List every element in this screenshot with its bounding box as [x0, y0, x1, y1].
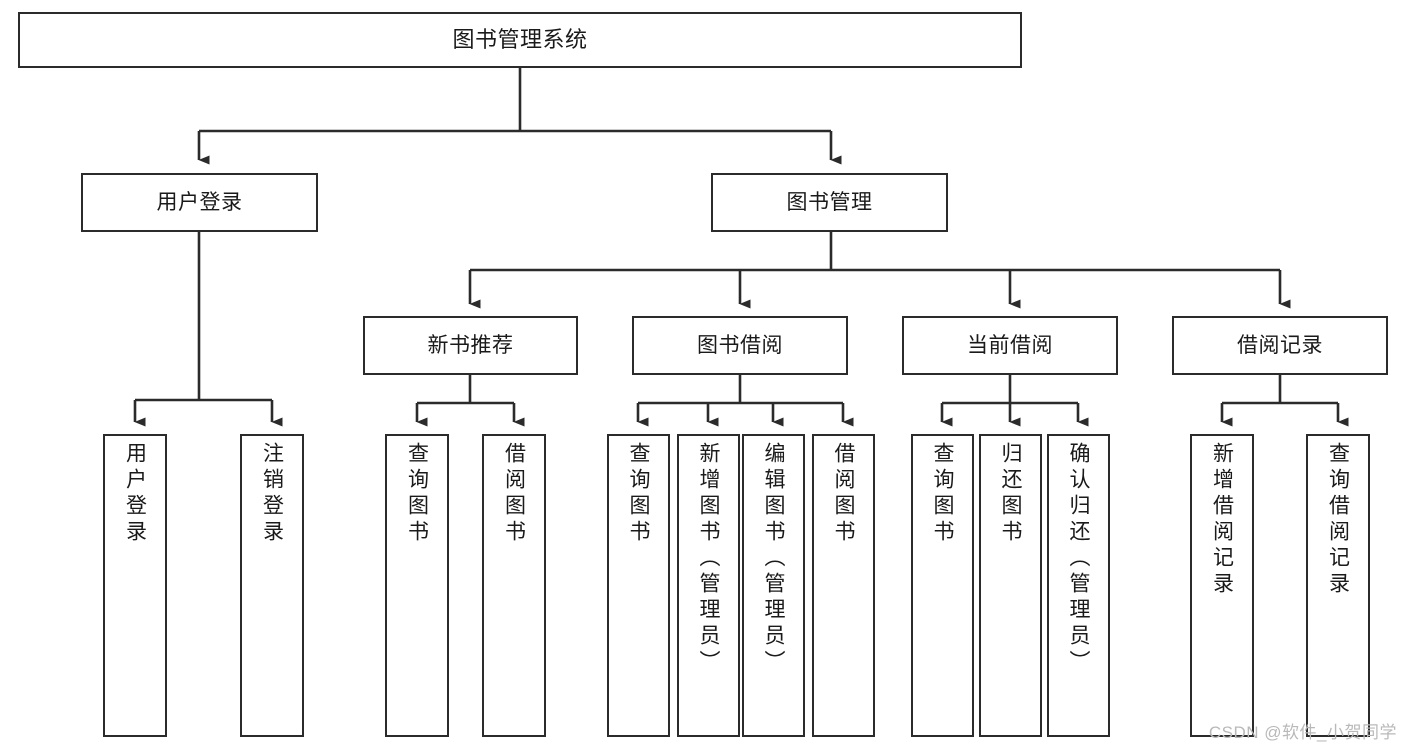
node-label: 用户登录: [156, 190, 243, 214]
node-label: 新增借阅记录: [1210, 442, 1234, 598]
leaf-query-book-current[interactable]: 查询图书: [911, 434, 974, 737]
node-label: 新书推荐: [427, 333, 514, 357]
leaf-query-book-borrow[interactable]: 查询图书: [607, 434, 670, 737]
node-book-management[interactable]: 图书管理: [711, 173, 948, 232]
node-label: 确认归还（管理员）: [1067, 442, 1090, 676]
node-label: 当前借阅: [967, 333, 1053, 357]
node-new-book-recommend[interactable]: 新书推荐: [363, 316, 578, 375]
node-label: 用户登录: [123, 442, 147, 546]
node-label: 编辑图书（管理员）: [762, 442, 785, 676]
node-user-login[interactable]: 用户登录: [81, 173, 318, 232]
node-current-borrow[interactable]: 当前借阅: [902, 316, 1118, 375]
node-label: 查询图书: [931, 442, 954, 546]
node-borrow-record[interactable]: 借阅记录: [1172, 316, 1388, 375]
leaf-borrow-book-new[interactable]: 借阅图书: [482, 434, 546, 737]
leaf-add-book-admin[interactable]: 新增图书（管理员）: [677, 434, 740, 737]
leaf-confirm-return-admin[interactable]: 确认归还（管理员）: [1047, 434, 1110, 737]
node-label: 新增图书（管理员）: [697, 442, 720, 676]
leaf-query-book-new[interactable]: 查询图书: [385, 434, 449, 737]
node-label: 借阅图书: [832, 442, 855, 546]
node-root-system[interactable]: 图书管理系统: [18, 12, 1022, 68]
leaf-query-borrow-record[interactable]: 查询借阅记录: [1306, 434, 1370, 737]
node-label: 查询图书: [627, 442, 650, 546]
node-label: 图书管理: [786, 190, 873, 214]
leaf-return-book[interactable]: 归还图书: [979, 434, 1042, 737]
node-label: 归还图书: [999, 442, 1022, 546]
node-label: 图书管理系统: [452, 26, 588, 52]
node-label: 查询图书: [405, 442, 429, 546]
node-label: 借阅记录: [1237, 333, 1323, 357]
node-book-borrow[interactable]: 图书借阅: [632, 316, 848, 375]
leaf-edit-book-admin[interactable]: 编辑图书（管理员）: [742, 434, 805, 737]
node-label: 查询借阅记录: [1326, 442, 1350, 598]
leaf-add-borrow-record[interactable]: 新增借阅记录: [1190, 434, 1254, 737]
node-label: 注销登录: [260, 442, 284, 546]
csdn-watermark: CSDN @软件_小贺同学: [1208, 723, 1397, 742]
node-label: 图书借阅: [697, 333, 783, 357]
leaf-user-login[interactable]: 用户登录: [103, 434, 167, 737]
leaf-logout[interactable]: 注销登录: [240, 434, 304, 737]
leaf-borrow-book[interactable]: 借阅图书: [812, 434, 875, 737]
node-label: 借阅图书: [502, 442, 526, 546]
